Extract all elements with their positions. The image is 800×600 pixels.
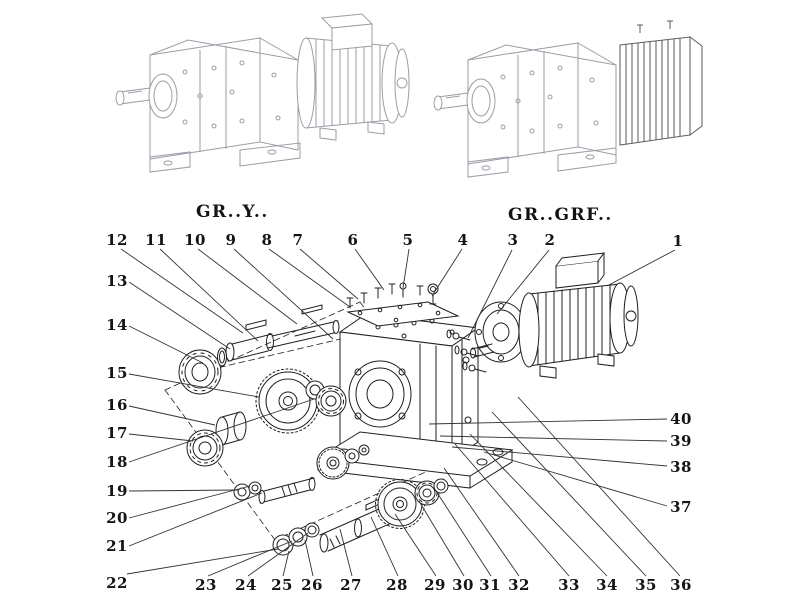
callout-number: 9 [225, 231, 237, 249]
callout-number: 1 [672, 232, 684, 250]
flange-bolts [446, 329, 487, 373]
callout-number: 13 [106, 272, 128, 290]
callout-number: 30 [452, 576, 474, 594]
callout-number: 27 [340, 576, 362, 594]
callout-number: 23 [195, 576, 217, 594]
callout-number: 18 [106, 453, 128, 471]
callout-number: 14 [106, 316, 128, 334]
output-shaft-assembly [272, 478, 449, 556]
callout-number: 20 [106, 509, 128, 527]
callout-number: 22 [106, 574, 128, 592]
ribbed-cover [619, 20, 703, 146]
callout-number: 4 [457, 231, 469, 249]
callout-number: 7 [292, 231, 304, 249]
callout-number: 2 [544, 231, 556, 249]
callout-number: 31 [479, 576, 501, 594]
leader-lines [120, 248, 681, 577]
gear-housing [338, 313, 480, 461]
callout-number: 19 [106, 482, 128, 500]
callout-number: 25 [271, 576, 293, 594]
gear-cluster [186, 368, 370, 480]
callout-number: 26 [301, 576, 323, 594]
exploded-view-drawing [164, 252, 639, 556]
callout-number: 34 [596, 576, 618, 594]
electric-motor [518, 252, 639, 379]
callout-number: 39 [670, 432, 692, 450]
callout-number: 12 [106, 231, 128, 249]
callout-number: 38 [670, 458, 692, 476]
callout-number: 5 [402, 231, 414, 249]
callout-number: 28 [386, 576, 408, 594]
callout-number: 10 [184, 231, 206, 249]
figure-label-gr-y: GR..Y.. [196, 202, 269, 222]
callout-number: 36 [670, 576, 692, 594]
callout-number: 17 [106, 424, 128, 442]
callout-number: 21 [106, 537, 128, 555]
callout-number: 15 [106, 364, 128, 382]
callout-number: 16 [106, 396, 128, 414]
callout-number: 24 [235, 576, 257, 594]
callout-number: 6 [347, 231, 359, 249]
input-bearing [178, 347, 227, 395]
callout-number: 29 [424, 576, 446, 594]
figure-label-gr-grf: GR..GRF.. [508, 205, 613, 225]
callout-number: 35 [635, 576, 657, 594]
gr-grf-figure-drawing [433, 20, 703, 178]
callout-number: 33 [558, 576, 580, 594]
callout-number: 11 [145, 231, 167, 249]
callout-number: 8 [261, 231, 273, 249]
callout-number: 37 [670, 498, 692, 516]
motor-flange [470, 301, 528, 363]
input-shaft-assembly [225, 304, 340, 362]
callout-number: 40 [670, 410, 692, 428]
callout-number: 32 [508, 576, 530, 594]
cover-plate-and-bolts [346, 282, 460, 327]
callout-number: 3 [507, 231, 519, 249]
gr-y-figure-drawing [115, 13, 410, 173]
